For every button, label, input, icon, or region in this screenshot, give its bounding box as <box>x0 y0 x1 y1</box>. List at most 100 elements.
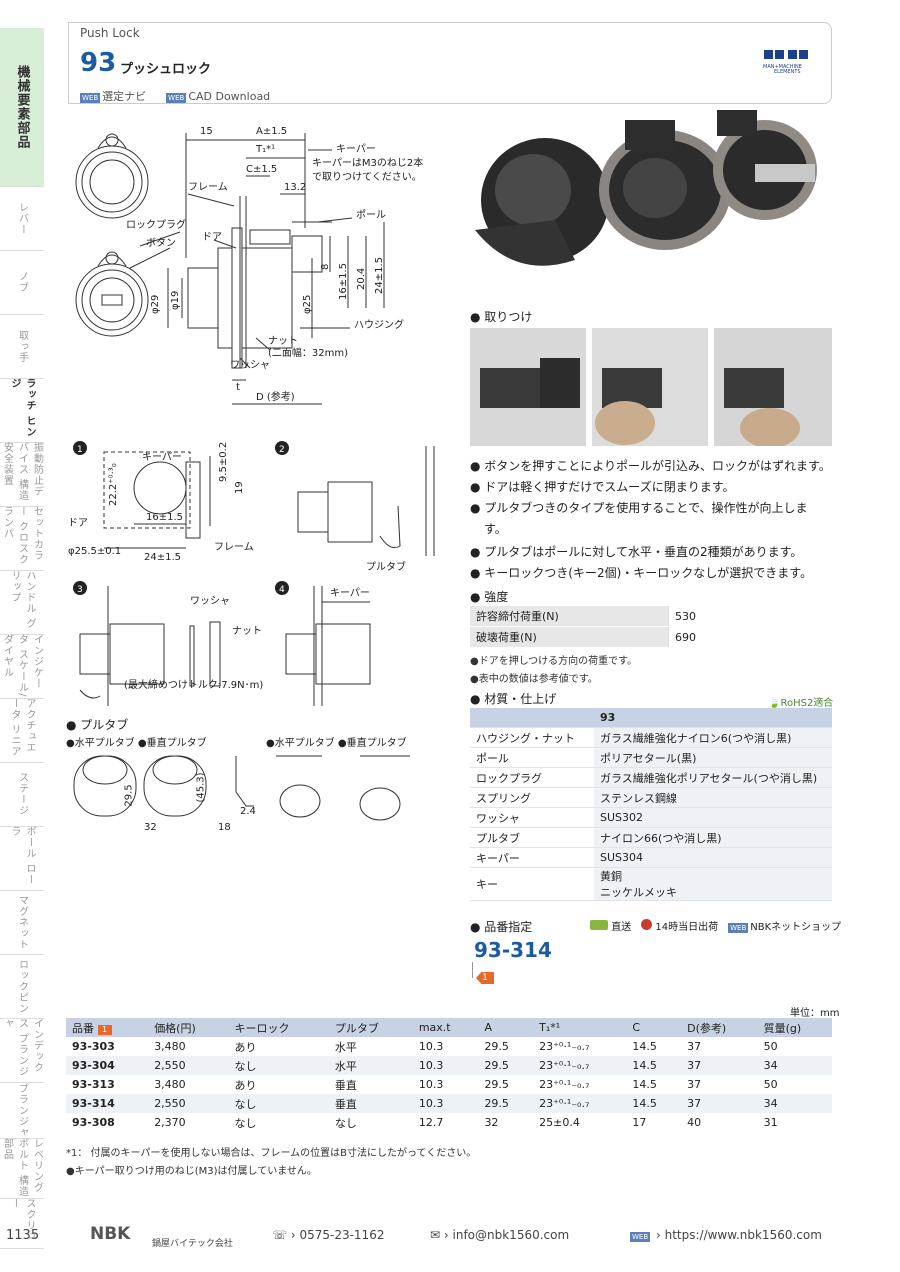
order-bracket <box>472 962 473 978</box>
material-row: キー黄銅ニッケルメッキ <box>470 867 832 901</box>
panel1-dim-16: 16±1.5 <box>146 512 183 523</box>
sidebar-item-latch[interactable]: ラッチ ヒンジ <box>0 378 44 443</box>
installation-panels: 1 キーパー ドア フレーム 16±1.5 24±1.5 φ25.5±0.1 9… <box>68 441 435 821</box>
material-title: ● 材質・仕上げ <box>470 692 557 706</box>
feature-2: ● ドアは軽く押すだけでスムーズに閉まります。 <box>470 480 735 494</box>
main-drawing: 15 A±1.5 T₁*¹ C±1.5 13.2 キーパー キーパーはM3のねじ… <box>75 126 423 405</box>
same-day-badge: 14時当日出荷 <box>641 918 718 933</box>
dim-8: 8 <box>320 264 331 270</box>
label-nut: ナット <box>268 335 298 347</box>
pulltab-dim-29-5: 29.5 <box>123 784 135 807</box>
panel3-nut: ナット <box>232 625 262 637</box>
label-lock-plug: ロックプラグ <box>126 218 186 231</box>
sidebar-item-knob[interactable]: ノブ <box>0 250 44 315</box>
label-nut-width: (二面幅：32mm) <box>268 346 348 359</box>
strength-table: 許容締付荷重(N)530 破壊荷重(N)690 <box>470 606 832 648</box>
strength-note-2: ●表中の数値は参考値です。 <box>470 674 598 685</box>
dim-13-2: 13.2 <box>284 182 306 193</box>
strength-row: 破壊荷重(N)690 <box>470 626 832 648</box>
dim-phi19: φ19 <box>170 291 181 310</box>
sidebar-item-screw[interactable]: スクリュー <box>0 1198 44 1249</box>
sidebar-item-handle[interactable]: 取っ手 <box>0 314 44 379</box>
panel-3-number: 3 <box>77 585 83 595</box>
sidebar: 機械要素部品 レバー ノブ 取っ手 ラッチ ヒンジ 振動防止デバイス 構造安全装… <box>0 28 44 1249</box>
panel1-frame: フレーム <box>214 541 254 553</box>
col-price: 価格(円) <box>148 1018 229 1037</box>
feature-3: ● プルタブつきのタイプを使用することで、操作性が向上しま <box>470 501 808 515</box>
table-note-1: *1： 付属のキーパーを使用しない場合は、フレームの位置はB寸法にしたがってくだ… <box>66 1148 477 1159</box>
sidebar-item-set-collar[interactable]: セットカラー クロスクランパ <box>0 506 44 571</box>
material-row: スプリングステンレス鋼線 <box>470 787 832 808</box>
sidebar-item-grip[interactable]: ハンドル グリップ <box>0 570 44 635</box>
col-code: 品番 1 <box>66 1018 149 1037</box>
sidebar-item-leveling[interactable]: レベリングボルト 構造部品 <box>0 1138 44 1199</box>
sidebar-item-indicator[interactable]: インジケータ スケール/ダイヤル <box>0 634 44 699</box>
material-row: ハウジング・ナットガラス繊維強化ナイロン6(つや消し黒) <box>470 727 832 748</box>
sidebar-item-ball-roller[interactable]: ボール ローラ <box>0 826 44 891</box>
mm-logo-icon: MAN+MACHINE ELEMENTS <box>763 50 808 74</box>
web-icon: WEB <box>630 1232 651 1242</box>
panel1-dim-9-5: 9.5±0.2 <box>218 442 229 482</box>
panel1-dim-22-2: 22.2⁺⁰·³₀ <box>108 463 119 506</box>
footer-url[interactable]: WEB › https://www.nbk1560.com <box>630 1228 822 1242</box>
mail-icon: ✉ <box>430 1228 441 1242</box>
product-table: 品番 1 価格(円) キーロック プルタブ max.t A T₁*¹ C D(参… <box>66 1018 832 1132</box>
phone-icon: ☏ <box>272 1228 288 1242</box>
label-washer: ワッシャ <box>230 360 270 371</box>
col-a: A <box>478 1018 534 1037</box>
sidebar-item-machine-parts[interactable]: 機械要素部品 <box>0 28 44 187</box>
dim-phi29: φ29 <box>150 295 161 314</box>
product-photo <box>475 110 817 266</box>
col-pulltab: プルタブ <box>328 1018 413 1037</box>
panel-1-number: 1 <box>77 445 83 455</box>
col-max-t: max.t <box>412 1018 479 1037</box>
panel2-pulltab: プルタブ <box>366 560 406 573</box>
sidebar-item-actuator[interactable]: アクチュエータ リニア <box>0 698 44 763</box>
dim-phi25: φ25 <box>302 295 313 314</box>
sidebar-item-vibration[interactable]: 振動防止デバイス 構造安全装置 <box>0 442 44 507</box>
label-door: ドア <box>202 232 222 243</box>
svg-text:MAN+MACHINE: MAN+MACHINE <box>763 64 802 70</box>
strength-note-1: ●ドアを押しつける方向の荷重です。 <box>470 656 638 667</box>
rohs-badge: 🍃RoHS2適合 <box>768 698 834 709</box>
sidebar-item-magnet[interactable]: マグネット <box>0 890 44 955</box>
label-keeper-note1: キーパーはM3のねじ2本 <box>312 156 423 169</box>
footer-email[interactable]: ✉ › info@nbk1560.com <box>430 1228 570 1242</box>
sidebar-item-index-plunger[interactable]: インデックス プランジャ <box>0 1018 44 1083</box>
order-marker: 1 <box>476 972 494 984</box>
sidebar-item-lever[interactable]: レバー <box>0 186 44 251</box>
panel1-dim-phi25-5: φ25.5±0.1 <box>68 546 121 557</box>
sidebar-item-plunger[interactable]: プランジャ <box>0 1082 44 1139</box>
footer-phone[interactable]: ☏ › 0575-23-1162 <box>272 1228 385 1242</box>
mounting-title: ● 取りつけ <box>470 310 533 324</box>
page-number: 1135 <box>6 1228 40 1243</box>
material-row: ロックプラグガラス繊維強化ポリアセタール(つや消し黒) <box>470 767 832 788</box>
feature-3-cont: す。 <box>484 522 507 536</box>
ordering-title: ● 品番指定 <box>470 920 533 934</box>
direct-ship-badge: 直送 <box>590 918 631 933</box>
pulltab-dim-45-3: (45.3) <box>195 772 207 803</box>
panel4-keeper: キーパー <box>330 587 370 599</box>
feature-4: ● プルタブはポールに対して水平・垂直の2種類があります。 <box>470 545 803 559</box>
pulltab-labels-left: ●水平プルタブ ●垂直プルタブ <box>66 738 207 749</box>
strength-row: 許容締付荷重(N)530 <box>470 606 832 627</box>
pulltab-dim-32: 32 <box>144 822 157 833</box>
strength-title: ● 強度 <box>470 590 509 604</box>
pulltab-title: ● プルタブ <box>66 718 129 732</box>
material-row: ポールポリアセタール(黒) <box>470 747 832 768</box>
header-frame <box>68 22 832 104</box>
sidebar-item-stage[interactable]: ステージ <box>0 762 44 827</box>
sidebar-item-lock-pin[interactable]: ロックピン <box>0 954 44 1019</box>
svg-text:ELEMENTS: ELEMENTS <box>774 69 801 74</box>
label-button: ボタン <box>146 237 176 249</box>
